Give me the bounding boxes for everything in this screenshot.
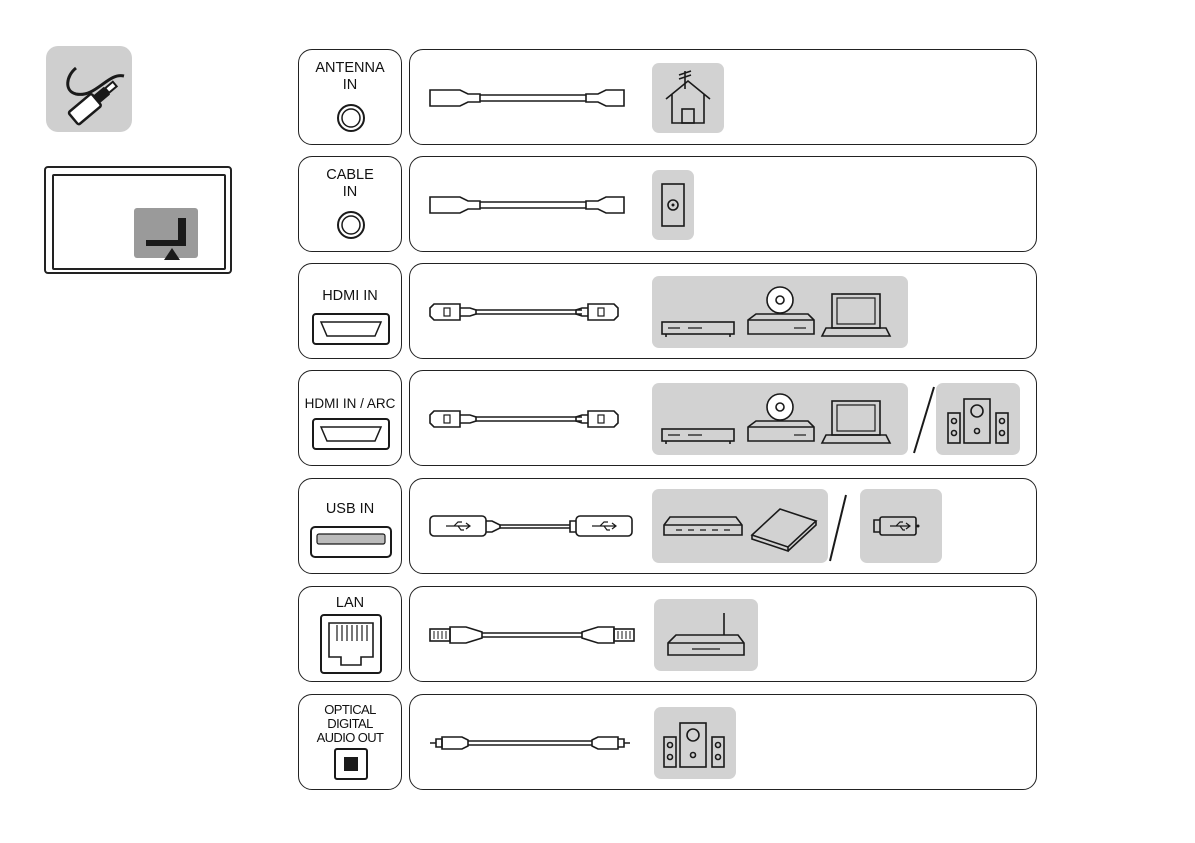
row-optical xyxy=(409,694,1037,790)
usb-stick-icon xyxy=(860,489,942,563)
usb-port-icon xyxy=(299,479,403,575)
row-hdmi xyxy=(409,263,1037,359)
row-lan xyxy=(409,586,1037,682)
slash-separator xyxy=(914,387,934,453)
laptop-icon xyxy=(822,294,890,336)
row-hdmi-arc xyxy=(409,370,1037,466)
cable-plug-badge xyxy=(46,46,132,132)
device-box xyxy=(654,707,736,779)
audio-box xyxy=(936,383,1020,455)
usb-stick-box xyxy=(860,489,942,563)
coax-jack-icon xyxy=(299,50,403,146)
wall-outlet-icon xyxy=(652,170,694,240)
device-box xyxy=(652,383,908,455)
hdmi-devices-icon xyxy=(652,383,908,455)
slash-separator xyxy=(830,495,846,561)
coax-cable-icon xyxy=(410,50,1038,146)
device-box xyxy=(652,276,908,348)
arrow-up-icon xyxy=(46,168,230,272)
port-lan: LAN xyxy=(298,586,402,682)
hdmi-port-icon xyxy=(299,264,403,360)
port-cable: CABLE IN xyxy=(298,156,402,252)
row-cable xyxy=(409,156,1037,252)
tv-rear-panel xyxy=(44,166,232,274)
coax-jack-icon xyxy=(299,157,403,253)
router-icon xyxy=(654,599,758,671)
usb-hub-icon xyxy=(664,517,742,535)
port-usb: USB IN xyxy=(298,478,402,574)
hdmi-port-icon xyxy=(299,371,403,467)
house-antenna-icon xyxy=(652,63,724,133)
device-box xyxy=(654,599,758,671)
device-box xyxy=(652,63,724,133)
port-antenna: ANTENNA IN xyxy=(298,49,402,145)
laptop-icon xyxy=(822,401,890,443)
device-box xyxy=(652,489,828,563)
port-hdmi-arc: HDMI IN / ARC xyxy=(298,370,402,466)
external-hdd-icon xyxy=(752,509,816,551)
row-antenna xyxy=(409,49,1037,145)
device-box xyxy=(652,170,694,240)
cable-plug-icon xyxy=(46,46,132,132)
ethernet-port-icon xyxy=(299,587,403,683)
hdmi-devices-icon xyxy=(652,276,908,348)
set-top-box-icon xyxy=(662,322,734,337)
disc-player-icon xyxy=(748,394,814,441)
optical-port-icon xyxy=(299,695,403,791)
coax-cable-icon xyxy=(410,157,1038,253)
speaker-system-icon xyxy=(936,383,1020,455)
usb-devices-icon xyxy=(652,489,828,563)
disc-player-icon xyxy=(748,287,814,334)
port-hdmi: HDMI IN xyxy=(298,263,402,359)
port-optical: OPTICAL DIGITAL AUDIO OUT xyxy=(298,694,402,790)
speaker-system-icon xyxy=(654,707,736,779)
set-top-box-icon xyxy=(662,429,734,444)
row-usb xyxy=(409,478,1037,574)
